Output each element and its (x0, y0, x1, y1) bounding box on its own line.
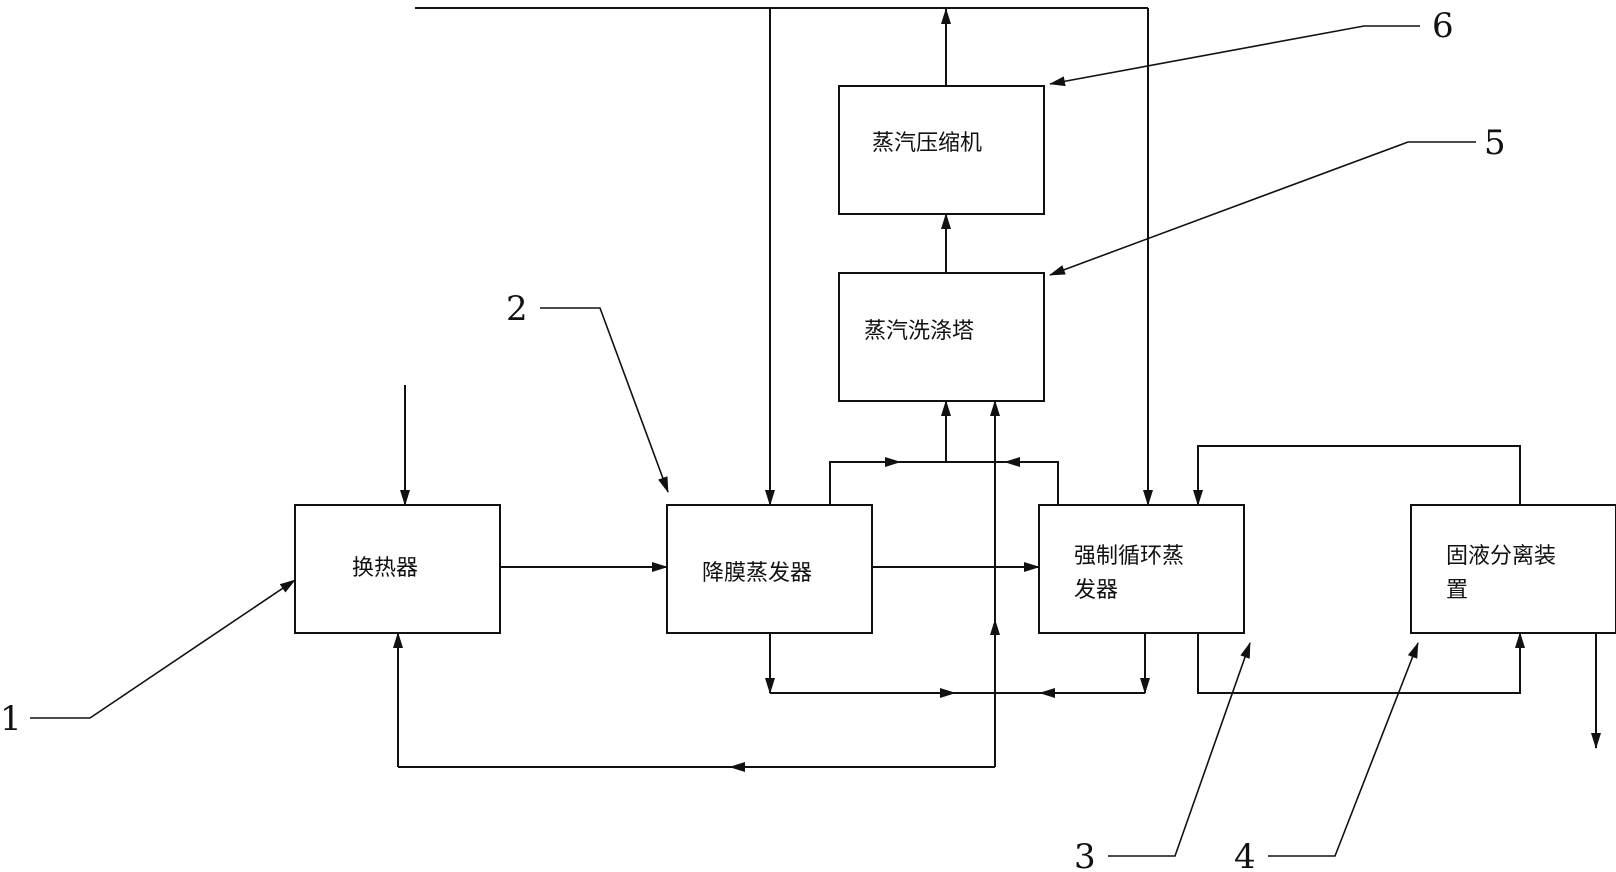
ffe-vapor-line (829, 461, 946, 505)
steam-scrubber-box (838, 272, 1045, 402)
fce-vapor-line (946, 461, 1059, 505)
solid-liquid-separator-label-line1: 固液分离装 (1446, 544, 1556, 569)
falling-film-evaporator-label: 降膜蒸发器 (702, 561, 812, 586)
forced-circulation-evaporator-label-line2: 发器 (1074, 578, 1118, 603)
leader-3 (1108, 642, 1251, 857)
solid-liquid-separator-label-line2: 置 (1446, 578, 1468, 603)
heat-exchanger-box (294, 504, 501, 634)
leader-4 (1268, 642, 1419, 857)
ref-number-6: 6 (1432, 6, 1454, 46)
leader-1 (30, 579, 296, 719)
vapor-compressor-label: 蒸汽压缩机 (872, 131, 982, 156)
leader-2 (540, 307, 669, 493)
ref-number-5: 5 (1484, 123, 1506, 163)
falling-film-evaporator-box (666, 504, 873, 634)
heat-exchanger-label: 换热器 (352, 556, 418, 581)
ref-number-1: 1 (0, 699, 22, 739)
steam-scrubber-label: 蒸汽洗涤塔 (864, 319, 974, 344)
ref-number-4: 4 (1234, 837, 1256, 872)
ref-number-3: 3 (1074, 837, 1096, 872)
leader-5 (1049, 141, 1476, 276)
vapor-compressor-box (838, 85, 1045, 215)
leader-6 (1049, 25, 1420, 87)
forced-circulation-evaporator-label-line1: 强制循环蒸 (1074, 544, 1184, 569)
ref-number-2: 2 (506, 289, 528, 329)
separator-return-line (1193, 445, 1521, 506)
solid-liquid-separator-box (1410, 504, 1616, 634)
fce-to-separator-line (1197, 632, 1525, 694)
forced-circulation-evaporator-box (1038, 504, 1245, 634)
